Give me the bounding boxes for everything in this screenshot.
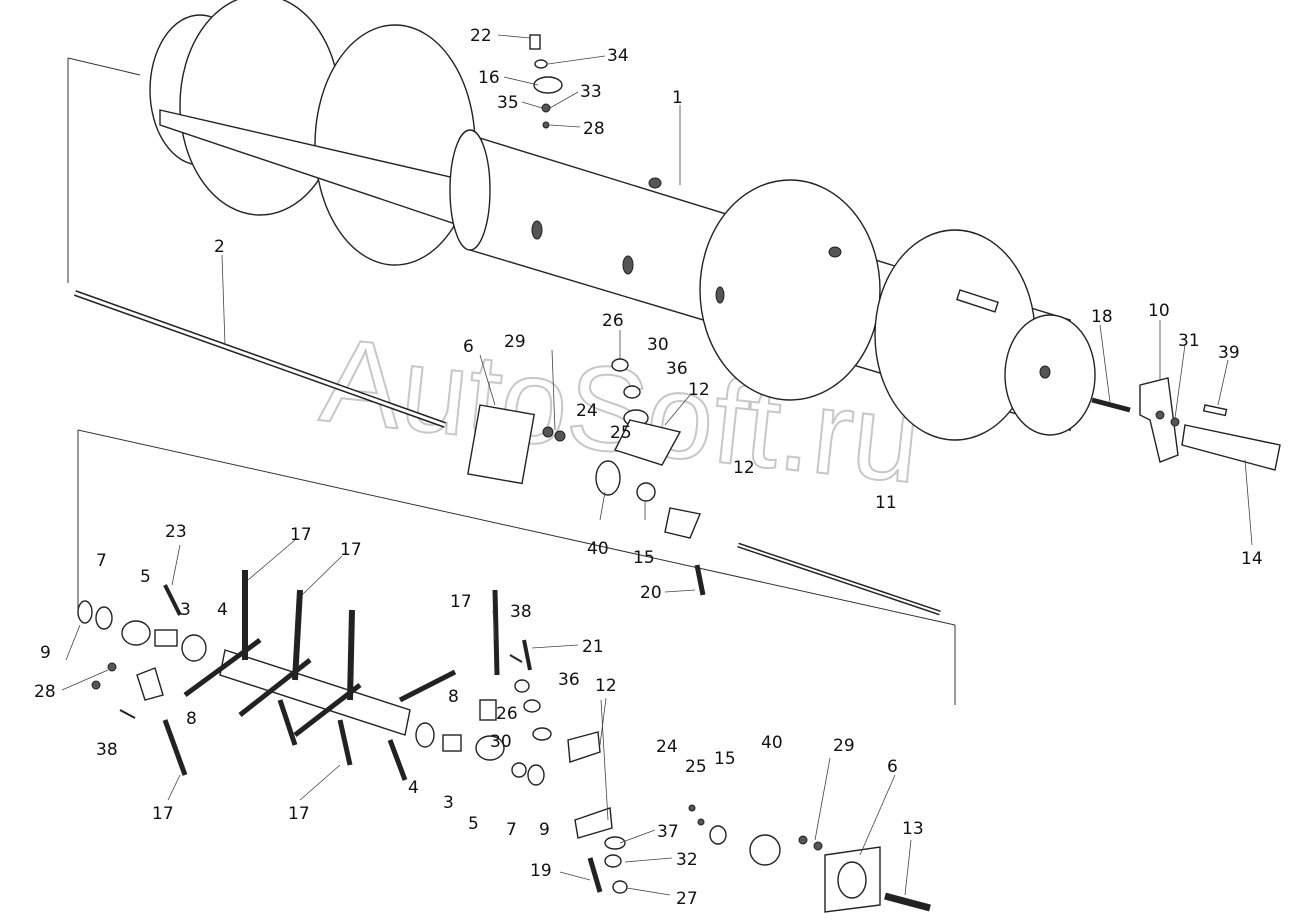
callout-34: 34: [607, 46, 629, 66]
callout-15: 15: [633, 548, 655, 568]
callout-16: 16: [478, 68, 500, 88]
callout-17a: 17: [290, 525, 312, 545]
callout-2: 2: [214, 237, 225, 257]
callout-6b: 6: [887, 757, 898, 777]
callout-12b: 12: [733, 458, 755, 478]
callout-30: 30: [647, 335, 669, 355]
callout-38: 38: [96, 740, 118, 760]
callout-12: 12: [688, 380, 710, 400]
callout-17b: 17: [340, 540, 362, 560]
callout-3: 3: [180, 600, 191, 620]
callout-19: 19: [530, 861, 552, 881]
callout-10: 10: [1148, 301, 1170, 321]
callout-5: 5: [140, 567, 151, 587]
callout-14: 14: [1241, 549, 1263, 569]
callout-11: 11: [875, 493, 897, 513]
callout-8b: 8: [448, 687, 459, 707]
auger-drum: [149, 0, 1096, 441]
guide-lines: [67, 57, 956, 705]
callout-28: 28: [583, 119, 605, 139]
callout-26b: 26: [496, 704, 518, 724]
callout-36: 36: [666, 359, 688, 379]
callout-37: 37: [657, 822, 679, 842]
shaft-2: [73, 290, 447, 428]
callout-9b: 9: [539, 820, 550, 840]
leader-lines: [61, 34, 1253, 896]
callout-30b: 30: [490, 732, 512, 752]
callout-36b: 36: [558, 670, 580, 690]
callout-40b: 40: [761, 733, 783, 753]
callouts: 1 2 22 34 16 33 35 28 18 10 31 39 14 26 …: [34, 26, 1263, 909]
callout-29: 29: [504, 332, 526, 352]
callout-39: 39: [1218, 343, 1240, 363]
callout-25: 25: [610, 423, 632, 443]
callout-9: 9: [40, 643, 51, 663]
callout-17e: 17: [450, 592, 472, 612]
crank-assembly: [77, 570, 931, 913]
callout-27: 27: [676, 889, 698, 909]
top-fasteners: [529, 34, 563, 129]
callout-24: 24: [576, 401, 598, 421]
callout-4b: 4: [408, 778, 419, 798]
callout-4: 4: [217, 600, 228, 620]
callout-13: 13: [902, 819, 924, 839]
callout-21: 21: [582, 637, 604, 657]
callout-24b: 24: [656, 737, 678, 757]
right-parts: [1091, 377, 1281, 471]
callout-38b: 38: [510, 602, 532, 622]
callout-5b: 5: [468, 814, 479, 834]
middle-bearing: [467, 358, 941, 616]
callout-1: 1: [672, 88, 683, 108]
callout-7b: 7: [506, 820, 517, 840]
callout-29b: 29: [833, 736, 855, 756]
callout-31: 31: [1178, 331, 1200, 351]
callout-8: 8: [186, 709, 197, 729]
callout-6: 6: [463, 337, 474, 357]
callout-12c: 12: [595, 676, 617, 696]
callout-17c: 17: [152, 804, 174, 824]
callout-15b: 15: [714, 749, 736, 769]
callout-17d: 17: [288, 804, 310, 824]
callout-33: 33: [580, 82, 602, 102]
callout-26: 26: [602, 311, 624, 331]
callout-28b: 28: [34, 682, 56, 702]
callout-7: 7: [96, 551, 107, 571]
callout-35: 35: [497, 93, 519, 113]
callout-40: 40: [587, 539, 609, 559]
callout-18: 18: [1091, 307, 1113, 327]
callout-20: 20: [640, 583, 662, 603]
callout-3b: 3: [443, 793, 454, 813]
callout-32: 32: [676, 850, 698, 870]
callout-25b: 25: [685, 757, 707, 777]
callout-23: 23: [165, 522, 187, 542]
callout-22: 22: [470, 26, 492, 46]
